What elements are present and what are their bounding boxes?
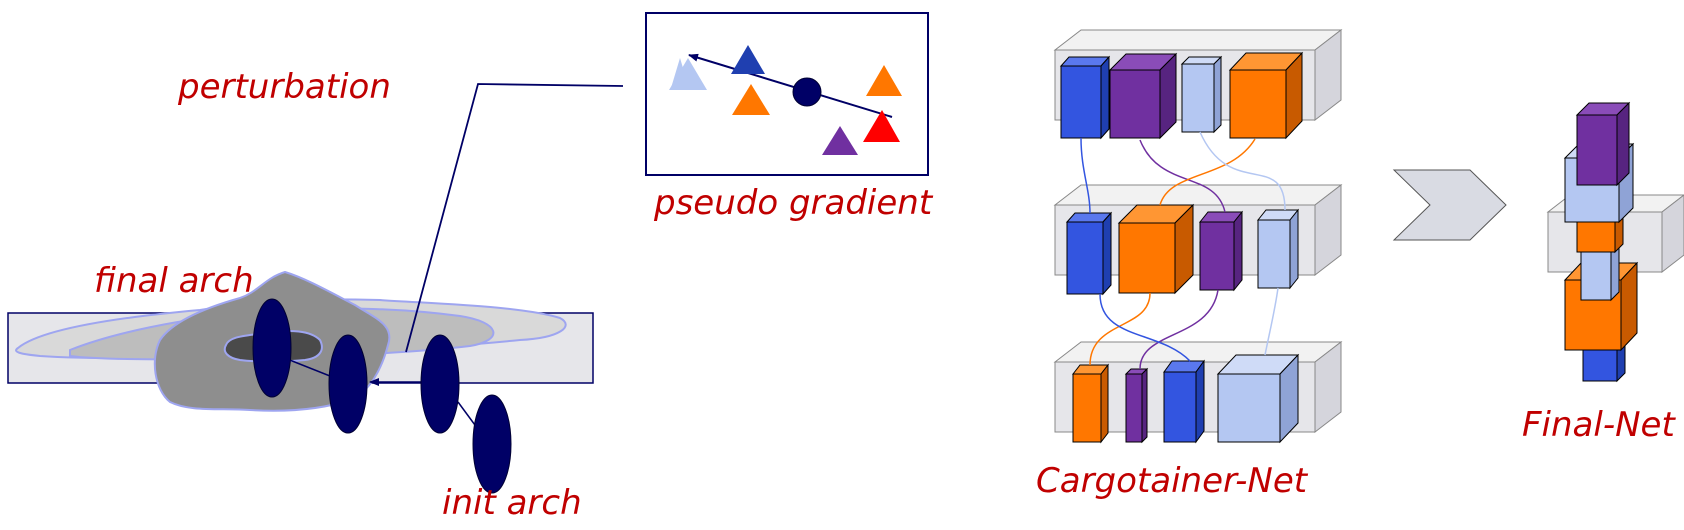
arch-node-init	[472, 394, 512, 494]
triangle-orange	[732, 84, 770, 115]
block-purple	[1124, 367, 1149, 444]
tray-top	[1053, 29, 1343, 51]
chevron-right-icon	[1392, 169, 1507, 241]
block-orange	[1071, 363, 1110, 444]
cargotainer-net	[1053, 28, 1343, 444]
block-light-blue	[1216, 353, 1300, 444]
triangle-purple	[822, 126, 858, 155]
arch-node	[420, 334, 460, 434]
connection-blue	[1080, 137, 1091, 214]
triangle-red	[863, 110, 900, 142]
block-blue	[1065, 211, 1113, 296]
block-light-blue	[1180, 55, 1223, 134]
gradient-arrow	[688, 53, 893, 118]
connection-purple	[1139, 139, 1226, 213]
pseudo-gradient-label: pseudo gradient	[654, 183, 933, 223]
perturbation-label: perturbation	[178, 67, 391, 107]
connection-blue	[1099, 293, 1191, 362]
init-arch-label: init arch	[442, 483, 582, 523]
tray-top	[1053, 184, 1343, 206]
block-purple	[1108, 52, 1178, 140]
pseudo-gradient-panel	[645, 12, 929, 176]
connection-purple	[1139, 289, 1219, 370]
block-purple	[1198, 210, 1244, 292]
final-arch-label: final arch	[94, 261, 254, 301]
current-point	[792, 77, 822, 107]
connection-orange	[1159, 138, 1256, 206]
connections	[1080, 131, 1286, 370]
stack-block-purple	[1575, 101, 1631, 187]
triangle-orange	[866, 65, 902, 96]
arch-node	[328, 334, 368, 434]
search-landscape	[7, 83, 624, 494]
stack-block-light-blue	[1580, 240, 1620, 302]
block-light-blue	[1256, 208, 1300, 290]
block-blue	[1059, 55, 1111, 140]
final-net-label: Final-Net	[1522, 405, 1675, 445]
arch-node-final	[252, 298, 292, 398]
connection-light-blue	[1199, 131, 1286, 211]
callout-line	[405, 83, 624, 353]
triangle-light-blue	[669, 58, 707, 90]
cargotainer-net-label: Cargotainer-Net	[1036, 461, 1308, 501]
block-orange	[1228, 51, 1304, 140]
connection-light-blue	[1264, 287, 1279, 356]
triangle-dark-blue	[731, 45, 765, 74]
block-orange	[1117, 203, 1195, 295]
block-blue	[1163, 359, 1205, 444]
final-net	[1546, 101, 1684, 383]
